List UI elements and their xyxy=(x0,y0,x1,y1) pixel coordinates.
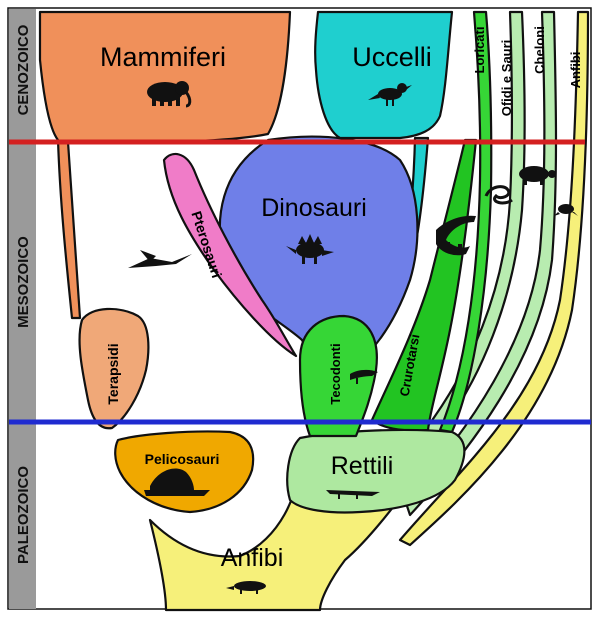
label-anfibi-branch: Anfibi xyxy=(568,52,583,89)
branch-cheloni xyxy=(403,10,558,517)
branch-anfibi xyxy=(398,10,590,547)
era-bar xyxy=(9,9,36,609)
reptile-silhouette xyxy=(326,490,380,499)
label-tecodonti: Tecodonti xyxy=(328,343,343,404)
label-mammiferi: Mammiferi xyxy=(100,42,226,72)
era-label-mesozoic: MESOZOICO xyxy=(15,236,32,328)
bird-silhouette xyxy=(368,83,412,106)
label-dinosauri: Dinosauri xyxy=(261,194,367,222)
frog-silhouette xyxy=(554,204,578,216)
crocodile-silhouette xyxy=(436,215,476,256)
label-rettili: Rettili xyxy=(331,452,394,480)
dimetrodon-silhouette xyxy=(144,468,210,496)
era-label-paleozoic: PALEOZOICO xyxy=(15,466,32,564)
amphibian-silhouette xyxy=(226,581,266,594)
label-cheloni: Cheloni xyxy=(532,26,547,74)
region-uccelli xyxy=(314,10,454,140)
region-crurotarsi xyxy=(370,138,478,432)
branch-loricati xyxy=(438,10,493,434)
label-anfibi: Anfibi xyxy=(221,544,284,572)
turtle-silhouette xyxy=(519,166,556,185)
thecodont-silhouette xyxy=(350,369,378,384)
region-pterosauri xyxy=(162,152,298,358)
era-label-cenozoic: CENOZOICO xyxy=(15,24,32,115)
region-terapsidi xyxy=(78,307,150,430)
stegosaurus-silhouette xyxy=(286,234,334,264)
label-uccelli: Uccelli xyxy=(352,42,432,72)
label-loricati: Loricati xyxy=(472,27,487,74)
label-ofidi: Ofidi e Sauri xyxy=(499,40,514,117)
label-terapsidi: Terapsidi xyxy=(105,343,121,404)
mammoth-silhouette xyxy=(147,81,192,108)
snake-silhouette xyxy=(484,185,513,205)
label-pelicosauri: Pelicosauri xyxy=(145,451,220,467)
pterosaur-silhouette xyxy=(128,250,192,268)
